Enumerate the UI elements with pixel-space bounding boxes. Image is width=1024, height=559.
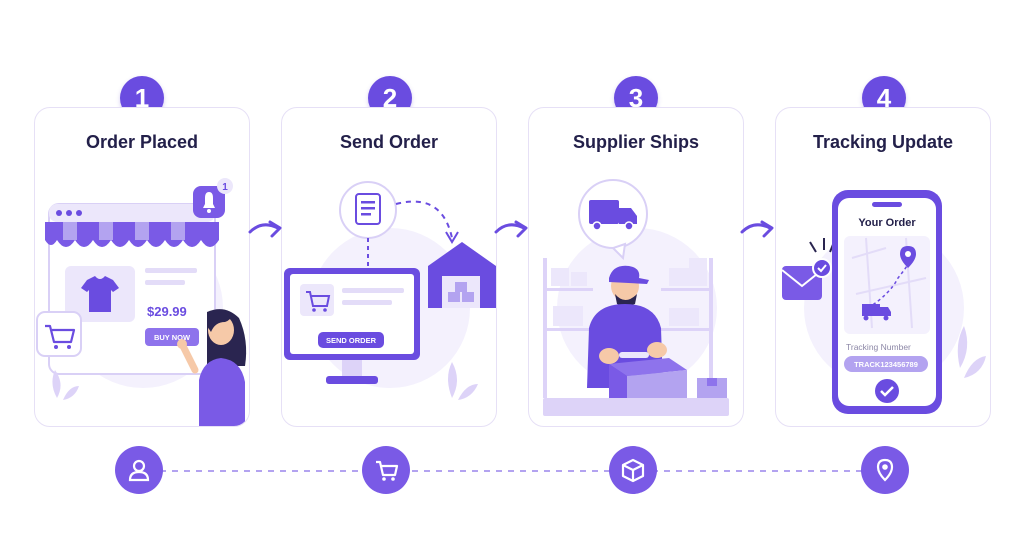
step-title: Supplier Ships (572, 132, 700, 152)
tracking-number-pill (844, 356, 928, 372)
send-order-button[interactable] (318, 332, 384, 348)
notification-count: 1 (222, 182, 228, 193)
send-order-illustration: SEND ORDER (284, 181, 496, 400)
buy-now-label: BUY NOW (154, 333, 191, 342)
tracking-label: Tracking Number (846, 342, 911, 352)
cart-icon (362, 446, 410, 494)
price-text: $29.99 (147, 304, 187, 319)
step-title: Order Placed (85, 132, 199, 152)
tracking-number: TRACK123456789 (854, 360, 918, 369)
phone-header: Your Order (858, 217, 916, 229)
arrow-icon (494, 220, 528, 238)
confirm-check-icon (875, 379, 899, 403)
box-icon (609, 446, 657, 494)
step-title: Tracking Update (812, 132, 954, 152)
location-pin-icon (861, 446, 909, 494)
supplier-ships-illustration (543, 179, 729, 416)
check-icon (812, 258, 832, 278)
step-card-order-placed: Order Placed $29.99 BUY NOW 1 (34, 107, 250, 427)
step-title: Send Order (339, 132, 439, 152)
cart-badge-icon (36, 311, 82, 357)
arrow-icon (248, 220, 282, 238)
map-truck-icon (862, 304, 880, 316)
step-card-send-order: Send Order SEND ORDER (281, 107, 497, 427)
arrow-icon (740, 220, 774, 238)
cart-icon (306, 291, 331, 307)
envelope-icon (782, 266, 822, 300)
bottom-connector (160, 470, 870, 472)
order-placed-illustration: $29.99 BUY NOW 1 (36, 178, 247, 426)
step-card-tracking-update: Tracking Update Your Order Tracking Numb… (775, 107, 991, 427)
tracking-update-illustration: Your Order Tracking Number TRACK12345678… (781, 190, 986, 414)
truck-icon (589, 200, 619, 224)
step-card-supplier-ships: Supplier Ships (528, 107, 744, 427)
send-order-label: SEND ORDER (326, 336, 377, 345)
user-icon (115, 446, 163, 494)
